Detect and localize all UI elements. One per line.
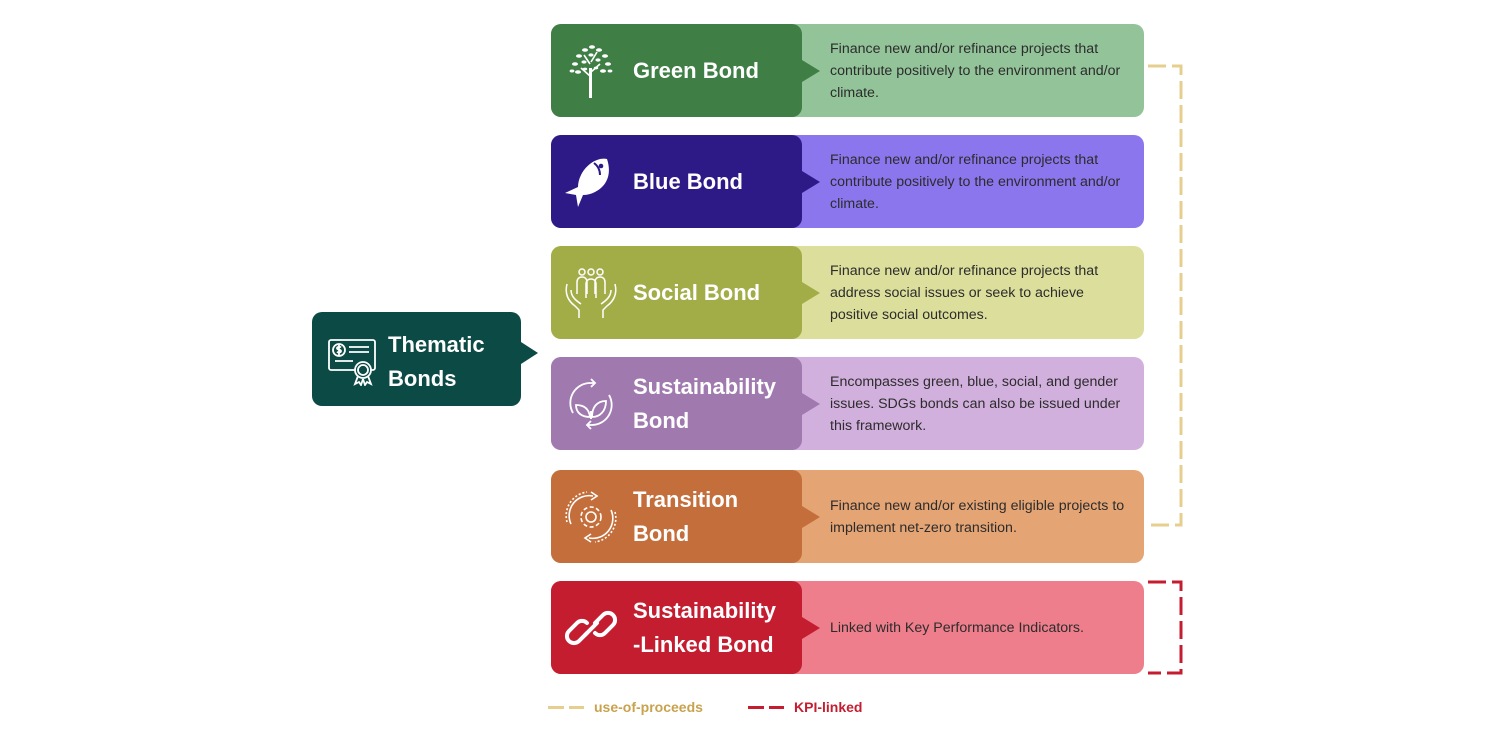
bond-description: Finance new and/or refinance projects th… [830, 151, 1121, 212]
dashed-line-icon [548, 705, 584, 709]
bond-row-sustainability-linked: Sustainability -Linked Bond Linked with … [551, 581, 1144, 674]
title-line: -Linked Bond [633, 631, 774, 657]
label-box: Social Bond [551, 246, 820, 339]
pointer-arrow [802, 617, 820, 639]
bond-description: Finance new and/or refinance projects th… [830, 40, 1121, 101]
label-box: Sustainability Bond [551, 357, 820, 450]
title-line: Social Bond [633, 279, 761, 305]
label-box: Sustainability -Linked Bond [551, 581, 820, 674]
pointer-arrow [802, 171, 820, 193]
bond-title: Sustainability -Linked Bond [633, 581, 803, 674]
title-line: Bond [633, 520, 690, 546]
fish-icon [561, 153, 621, 211]
bond-title: Green Bond [633, 24, 803, 117]
title-line: Sustainability [633, 597, 777, 623]
bond-title: Transition Bond [633, 470, 803, 563]
tree-icon [561, 42, 621, 100]
label-box: Transition Bond [551, 470, 820, 563]
pointer-arrow [521, 342, 538, 364]
label-box: Blue Bond [551, 135, 820, 228]
pointer-arrow [802, 506, 820, 528]
bond-description: Finance new and/or refinance projects th… [830, 262, 1099, 323]
gear-cycle-icon [561, 488, 621, 546]
title-line: Sustainability [633, 373, 777, 399]
chain-link-icon [561, 599, 621, 657]
legend-use-of-proceeds: use-of-proceeds [548, 697, 703, 717]
title-line: Transition [633, 486, 739, 512]
bond-row-sustainability: Sustainability Bond Encompasses green, b… [551, 357, 1144, 450]
bond-row-social: Social Bond Finance new and/or refinance… [551, 246, 1144, 339]
title-line: Blue Bond [633, 168, 743, 194]
people-in-hands-icon [561, 264, 621, 322]
kpi-linked-bracket [1148, 580, 1183, 675]
legend-label: use-of-proceeds [594, 699, 703, 715]
pointer-arrow [802, 393, 820, 415]
bond-row-transition: Transition Bond Finance new and/or exist… [551, 470, 1144, 563]
legend-kpi-linked: KPI-linked [748, 697, 862, 717]
bond-title: Sustainability Bond [633, 357, 803, 450]
bond-description: Encompasses green, blue, social, and gen… [830, 373, 1121, 434]
pointer-arrow [802, 282, 820, 304]
pointer-arrow [802, 60, 820, 82]
recycle-leaf-icon [561, 375, 621, 433]
thematic-bonds-title: Thematic Bonds [388, 328, 518, 396]
bond-title: Social Bond [633, 246, 803, 339]
legend-label: KPI-linked [794, 699, 863, 715]
bond-row-green: Green Bond Finance new and/or refinance … [551, 24, 1144, 117]
certificate-icon [327, 334, 379, 386]
label-box: Green Bond [551, 24, 820, 117]
bond-title: Blue Bond [633, 135, 803, 228]
bond-description: Finance new and/or existing eligible pro… [830, 497, 1125, 536]
dashed-line-icon [748, 705, 784, 709]
bond-description: Linked with Key Performance Indicators. [830, 619, 1084, 636]
bond-row-blue: Blue Bond Finance new and/or refinance p… [551, 135, 1144, 228]
title-line: Green Bond [633, 57, 759, 83]
thematic-bonds-node: Thematic Bonds [312, 312, 538, 406]
use-of-proceeds-bracket [1148, 64, 1183, 527]
title-line: Bond [633, 407, 690, 433]
title-line-1: Thematic [388, 332, 485, 357]
title-line-2: Bonds [388, 366, 457, 391]
